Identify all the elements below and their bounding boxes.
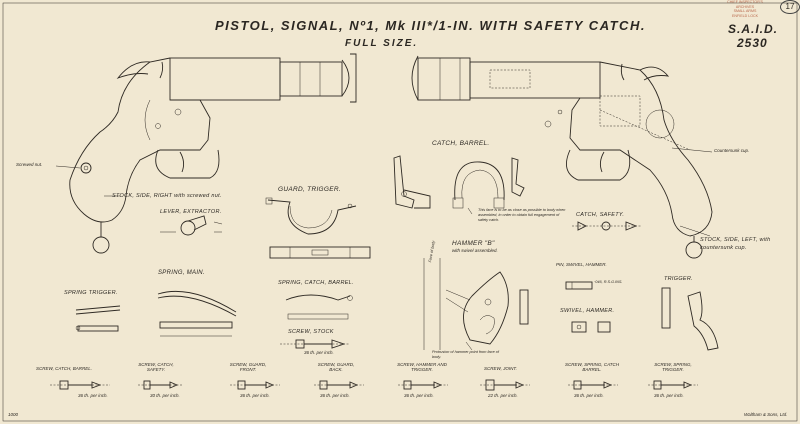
label-screwed-nut: Screwed nut. (16, 162, 43, 167)
guard-trigger-plan (269, 246, 371, 259)
screw-thread-6: 22 th. per inch. (488, 393, 518, 398)
screw-thread-8: 36 th. per inch. (654, 393, 684, 398)
label-lever-extractor: LEVER, EXTRACTOR. (160, 209, 222, 215)
screw-thread-4: 36 th. per inch. (320, 393, 350, 398)
screw-drawing-4 (314, 380, 364, 390)
screw-name-7: SCREW, SPRING, CATCH BARREL. (564, 362, 619, 372)
screw-thread-3: 36 th. per inch. (240, 393, 270, 398)
left-muzzle-flare (341, 59, 350, 97)
label-spring-main: SPRING, MAIN. (158, 270, 205, 276)
drawing-title: PISTOL, SIGNAL, Nº1, Mk III*/1-IN. WITH … (215, 18, 646, 33)
pistol-right-side-view (55, 53, 357, 254)
label-stock-side-right: STOCK, SIDE, RIGHT with screwed nut. (112, 193, 222, 199)
label-spring-catch-barrel: SPRING, CATCH, BARREL. (278, 280, 354, 286)
screw-name-5: SCREW, HAMMER AND TRIGGER. (397, 362, 447, 372)
label-pin-dims: ·046, R.S.G.INS. (594, 280, 623, 284)
pin-swivel-hammer-part (565, 281, 593, 290)
label-catch-note: This face is to be as close as possible … (478, 208, 566, 222)
right-mechanism-circle (645, 109, 675, 139)
screw-name-3: SCREW, GUARD, FRONT. (229, 362, 267, 372)
footer-left: 1000 (8, 412, 19, 417)
trigger-part (661, 287, 719, 351)
trigger-edge-view (661, 287, 671, 329)
spring-main-plan (159, 321, 233, 329)
label-screw-stock: SCREW, STOCK (288, 329, 334, 335)
right-trigger-guard (565, 149, 631, 181)
label-hammer-note: Protrusion of hammer point from face of … (432, 350, 499, 359)
left-barrel-sleeve (279, 61, 343, 97)
label-hammer-b: HAMMER "B" (452, 240, 495, 247)
label-hammer-b-sub: with swivel assembled. (452, 248, 498, 253)
label-pin-swivel-hammer: PIN, SWIVEL, HAMMER. (556, 262, 607, 267)
label-trigger: TRIGGER. (664, 276, 693, 282)
trigger-profile (687, 291, 719, 351)
catch-barrel-loop (454, 161, 505, 201)
spring-catch-barrel-part (285, 294, 353, 320)
right-frame-outline (569, 61, 713, 237)
footer-right: Waltham & Sons, Ltd. (744, 412, 788, 417)
catch-safety-part (572, 221, 642, 231)
screw-drawing-8 (648, 380, 698, 390)
spring-main-part (157, 290, 237, 337)
label-guard-trigger: GUARD, TRIGGER. (278, 186, 342, 193)
screw-name-6: SCREW, JOINT. (484, 366, 517, 371)
left-frame-outline (69, 57, 211, 223)
stamp-line-1: CHIEF INSPECTOR'S ARCHIVES (727, 0, 763, 9)
screw-drawing-3 (230, 380, 280, 390)
said-label: S.A.I.D. (728, 22, 779, 36)
screw-drawing-7 (568, 380, 618, 390)
label-screw-stock-thread: 36 th. per inch. (304, 350, 334, 355)
right-barrel (469, 61, 601, 99)
pistol-left-side-view (411, 55, 713, 259)
screw-thread-7: 36 th. per inch. (574, 393, 604, 398)
screw-drawing-5 (398, 380, 448, 390)
screw-thread-2: 30 th. per inch. (150, 393, 180, 398)
drawing-subtitle: FULL SIZE. (345, 38, 419, 49)
left-trigger-guard (155, 149, 220, 179)
screwed-nut-mark (80, 162, 92, 174)
guard-trigger-part (265, 197, 371, 259)
label-catch-safety: CATCH, SAFETY. (576, 212, 625, 218)
screw-drawing-6 (480, 379, 530, 391)
label-spring-trigger: SPRING TRIGGER. (64, 290, 118, 296)
archive-stamp: CHIEF INSPECTOR'S ARCHIVES SMALL ARMS EN… (718, 0, 772, 18)
left-hammer-spur (116, 61, 151, 79)
screw-thread-5: 36 th. per inch. (404, 393, 434, 398)
left-trigger (179, 151, 185, 173)
screw-name-4: SCREW, GUARD, BACK. (317, 362, 355, 372)
screw-drawing-2 (138, 380, 182, 390)
left-barrel (169, 57, 281, 101)
spring-trigger-part (75, 305, 121, 332)
hammer-b-part (423, 258, 529, 351)
screw-thread-1: 36 th. per inch. (78, 393, 108, 398)
bottom-screws-row (50, 379, 698, 391)
label-swivel-hammer: SWIVEL, HAMMER. (560, 308, 615, 314)
right-muzzle-flare (411, 55, 419, 101)
stamp-line-3: ENFIELD LOCK (732, 13, 758, 18)
hammer-b-edge-view (519, 289, 529, 325)
screw-drawing-1 (50, 380, 110, 390)
catch-barrel-parts (393, 155, 525, 215)
screw-stock-part (280, 339, 350, 349)
lever-extractor-part (160, 215, 223, 236)
label-catch-barrel: CATCH, BARREL. (432, 140, 490, 147)
right-trigger (599, 151, 605, 173)
right-hammer-spur (639, 66, 670, 81)
screw-name-8: SCREW, SPRING, TRIGGER. (654, 362, 692, 372)
swivel-hammer-part (571, 321, 611, 333)
stamp-line-2: SMALL ARMS (733, 9, 757, 13)
screw-name-2: SCREW, CATCH, SAFETY. (138, 362, 174, 372)
label-stock-side-left: STOCK, SIDE, LEFT, with countersunk cup. (700, 237, 771, 251)
said-number: 2530 (737, 36, 768, 50)
screw-name-1: SCREW, CATCH, BARREL. (36, 366, 93, 371)
left-lanyard-ring (92, 236, 110, 254)
hammer-b-profile (463, 271, 509, 345)
label-countersunk-cup: Countersunk cup. (714, 148, 750, 153)
right-barrel-sleeve (417, 57, 471, 101)
